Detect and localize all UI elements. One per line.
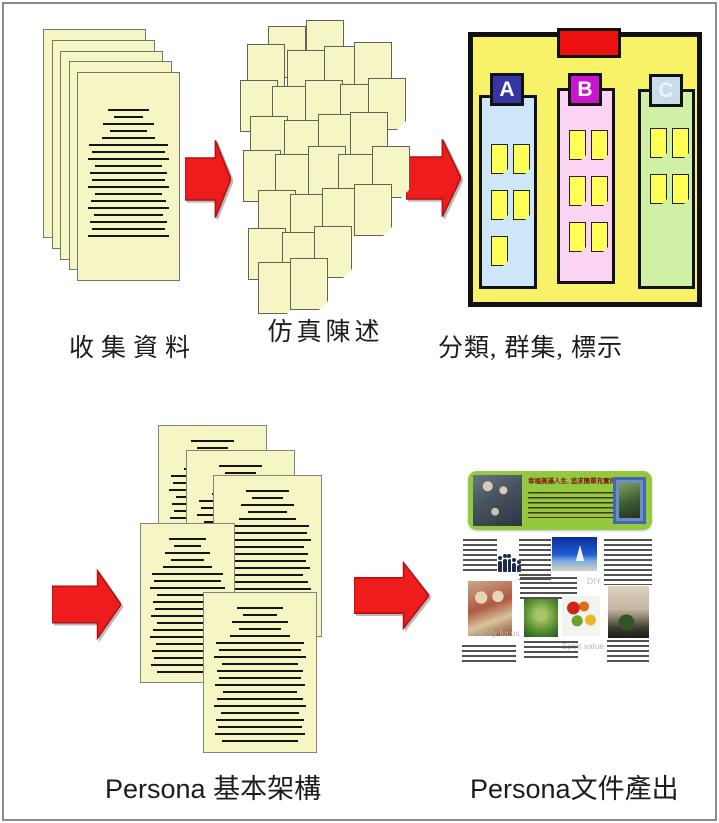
persona-document: 幸福美滿人生, 追求簡單充實的生活 DIY Family focus Spiri… <box>462 468 658 668</box>
column-tag-c: C <box>649 74 683 107</box>
sticky-note <box>354 184 392 236</box>
stage-label-structure: Persona 基本架構 <box>105 774 322 804</box>
column-b-notes <box>569 130 608 252</box>
board-sticky-note <box>591 222 608 252</box>
arrow-into-structure-icon <box>52 568 121 641</box>
board-sticky-note <box>591 176 608 206</box>
persona-sheet <box>203 592 317 753</box>
board-column-c <box>638 89 695 289</box>
family-cooking-photo <box>468 581 512 636</box>
board-column-b <box>557 88 615 284</box>
board-sticky-note <box>569 130 586 160</box>
column-a-notes <box>491 144 530 266</box>
diy-label: DIY <box>587 576 602 586</box>
banner-intro-text <box>528 492 626 518</box>
column-c-notes <box>650 128 689 204</box>
person-icon <box>507 559 512 572</box>
board-column-a <box>479 95 537 289</box>
document-text-block <box>462 645 516 663</box>
document-text-block <box>607 640 649 662</box>
stage-label-output: Persona文件產出 <box>470 774 679 804</box>
board-sticky-note <box>672 128 689 158</box>
arrow-collect-to-statements-icon <box>185 137 231 221</box>
board-sticky-note <box>650 128 667 158</box>
board-sticky-note <box>491 190 508 220</box>
food-photo <box>562 596 600 636</box>
document-text-block <box>604 539 652 585</box>
stage-label-cluster: 分類, 群集, 標示 <box>438 335 624 362</box>
board-sticky-note <box>513 190 530 220</box>
sticky-note <box>314 226 352 278</box>
board-sticky-note <box>569 222 586 252</box>
document-banner: 幸福美滿人生, 追求簡單充實的生活 <box>468 471 652 530</box>
document-text-block <box>463 539 497 572</box>
spirit-value-label: Spirit value <box>562 641 605 651</box>
banner-title: 幸福美滿人生, 追求簡單充實的生活 <box>528 478 630 485</box>
board-sticky-note <box>650 174 667 204</box>
leaves-photo <box>524 599 558 637</box>
document-text-block <box>519 539 551 580</box>
column-tag-a: A <box>490 73 524 106</box>
banner-framed-photo <box>613 477 646 524</box>
board-sticky-note <box>672 174 689 204</box>
affinity-board: A B C <box>468 28 702 307</box>
family-focus-label: Family focus <box>472 628 520 638</box>
stage-label-collect: 收集資料 <box>68 335 197 362</box>
person-icon <box>512 563 517 572</box>
board-red-header <box>557 28 621 58</box>
board-sticky-note <box>491 236 508 266</box>
board-sticky-note <box>569 176 586 206</box>
data-card <box>77 72 180 281</box>
sailboat-photo <box>552 537 597 571</box>
illegible-text <box>85 109 172 242</box>
banner-family-photo <box>473 475 522 526</box>
arrow-statements-to-board-icon <box>406 136 461 220</box>
column-tag-b: B <box>568 73 602 106</box>
illegible-text <box>211 607 309 747</box>
document-text-block <box>524 641 578 659</box>
sticky-note <box>258 262 296 314</box>
board-sticky-note <box>591 130 608 160</box>
board-sticky-note <box>491 144 508 174</box>
stage-label-statements: 仿真陳述 <box>267 319 384 346</box>
board-sticky-note <box>513 144 530 174</box>
person-icon <box>502 559 507 572</box>
arrow-structure-to-output-icon <box>354 560 429 631</box>
plant-room-photo <box>608 586 649 638</box>
sticky-note <box>290 258 328 310</box>
illegible-text <box>148 538 227 678</box>
person-icon <box>498 561 502 572</box>
family-people-icon <box>498 544 521 572</box>
